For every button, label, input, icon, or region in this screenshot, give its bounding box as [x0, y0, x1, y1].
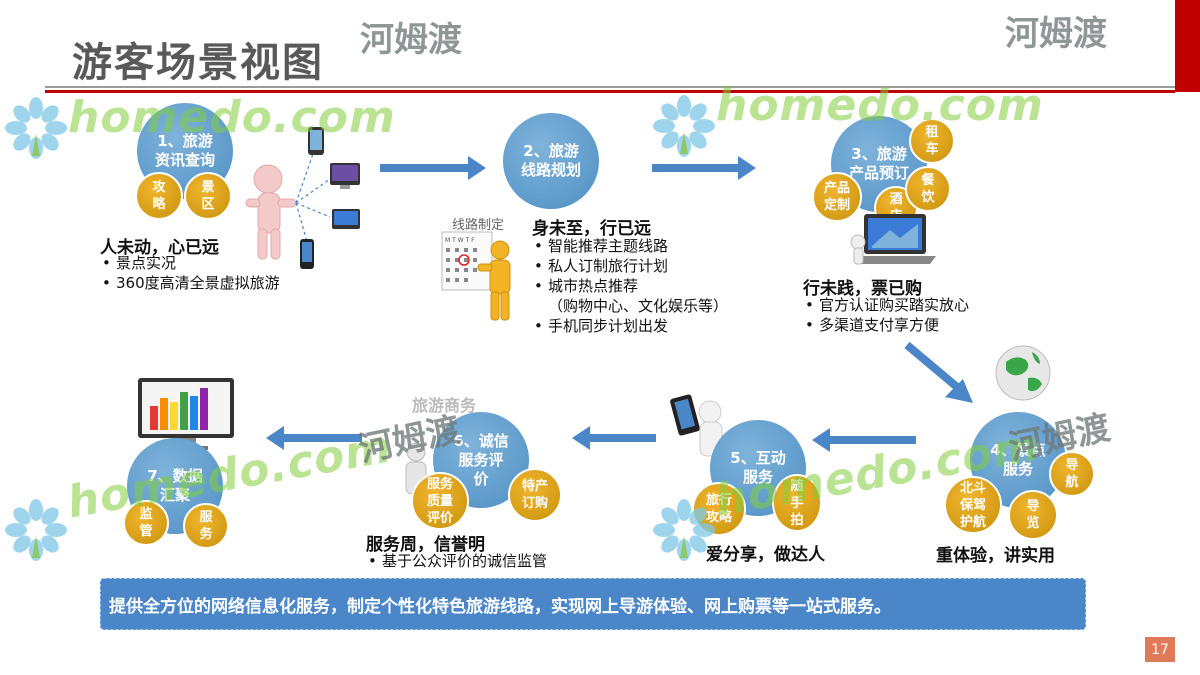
stage6-heading: 服务周，信誉明	[366, 535, 485, 555]
watermark-flower-icon	[5, 97, 67, 159]
stage1-tag-scenic: 景 区	[184, 172, 232, 220]
page-number: 17	[1145, 637, 1175, 662]
watermark-brand: 河姆渡	[1005, 14, 1107, 54]
list-item: 多渠道支付享方便	[803, 315, 969, 335]
business-person-illustration	[405, 442, 427, 495]
stage3-heading: 行未践，票已购	[803, 279, 922, 299]
stage1-circle: 1、旅游 资讯查询	[137, 103, 233, 199]
list-item: 基于公众评价的诚信监管	[366, 551, 547, 571]
arrow-right-1	[380, 156, 486, 180]
list-item: 官方认证购买踏实放心	[803, 295, 969, 315]
list-item: （购物中心、文化娱乐等）	[532, 296, 728, 316]
stage7-tag-service: 服 务	[183, 503, 229, 549]
arrow-right-2	[652, 156, 756, 180]
list-item: 私人订制旅行计划	[532, 256, 728, 276]
laptop-illustration	[850, 214, 936, 265]
stage6-tag-quality-review: 服务 质量 评价	[411, 472, 469, 530]
list-item: 城市热点推荐	[532, 276, 728, 296]
stage6-bullets: 基于公众评价的诚信监管	[366, 551, 547, 571]
stage2-heading: 身未至，行已远	[532, 219, 651, 239]
stage6-circle: 6、诚信 服务评 价	[433, 412, 529, 508]
arrow-left-1	[812, 428, 916, 452]
title-divider	[45, 86, 1175, 88]
stage1-tag-strategy: 攻 略	[135, 172, 183, 220]
monitor-chart-illustration	[138, 378, 234, 450]
watermark-flower-icon	[653, 95, 715, 157]
list-item: 手机同步计划出发	[532, 316, 728, 336]
tourism-business-label: 旅游商务	[412, 396, 477, 415]
list-item: 360度高清全景虚拟旅游	[100, 273, 280, 293]
bullet-continuation: （购物中心、文化娱乐等）	[548, 297, 729, 315]
route-planning-label: 线路制定	[452, 218, 505, 233]
stage3-bullets: 官方认证购买踏实放心 多渠道支付享方便	[803, 295, 969, 335]
watermark-brand: 河姆渡	[1005, 407, 1114, 469]
stage5-heading: 爱分享，做达人	[706, 545, 825, 565]
stage2-bullets: 智能推荐主题线路 私人订制旅行计划 城市热点推荐 （购物中心、文化娱乐等） 手机…	[532, 236, 728, 336]
arrow-down-right	[904, 341, 973, 403]
stage4-tag-beidou: 北斗 保驾 护航	[944, 476, 1002, 534]
stage3-tag-product-custom: 产品 定制	[812, 172, 862, 222]
watermark-brand: 河姆渡	[360, 20, 462, 60]
stage4-tag-guide: 导 览	[1008, 490, 1058, 540]
person-with-devices-illustration	[245, 127, 360, 269]
svg-text:M T W T F: M T W T F	[445, 237, 475, 244]
watermark-flower-icon	[5, 499, 67, 561]
stage1-bullets: 景点实况 360度高清全景虚拟旅游	[100, 253, 280, 293]
stage4-heading: 重体验，讲实用	[936, 546, 1055, 566]
stage2-circle: 2、旅游 线路规划	[503, 113, 599, 209]
arrow-left-2	[572, 426, 656, 450]
stage4-tag-navigation: 导 航	[1049, 451, 1095, 497]
header-accent-bar	[1175, 0, 1200, 92]
calendar-planner-illustration: M T W T F	[441, 231, 511, 321]
stage5-tag-snapshot: 随 手 拍	[772, 474, 822, 532]
watermark-url: homedo.com	[716, 80, 1044, 131]
stage3-tag-dining: 餐 饮	[905, 166, 951, 212]
page-title: 游客场景视图	[72, 40, 324, 86]
globe-icon	[995, 345, 1051, 401]
watermark-flower-icon	[653, 499, 715, 561]
watermark-url: homedo.com	[68, 92, 396, 143]
title-underline	[45, 90, 1175, 93]
list-item: 智能推荐主题线路	[532, 236, 728, 256]
list-item: 景点实况	[100, 253, 280, 273]
summary-banner: 提供全方位的网络信息化服务，制定个性化特色旅游线路，实现网上导游体验、网上购票等…	[100, 578, 1086, 630]
person-with-phone-illustration	[670, 394, 723, 457]
stage3-tag-car-rental: 租 车	[909, 118, 955, 164]
arrow-left-3	[266, 426, 362, 450]
stage7-tag-supervision: 监 管	[123, 500, 169, 546]
stage6-tag-specialty-order: 特产 订购	[508, 468, 562, 522]
